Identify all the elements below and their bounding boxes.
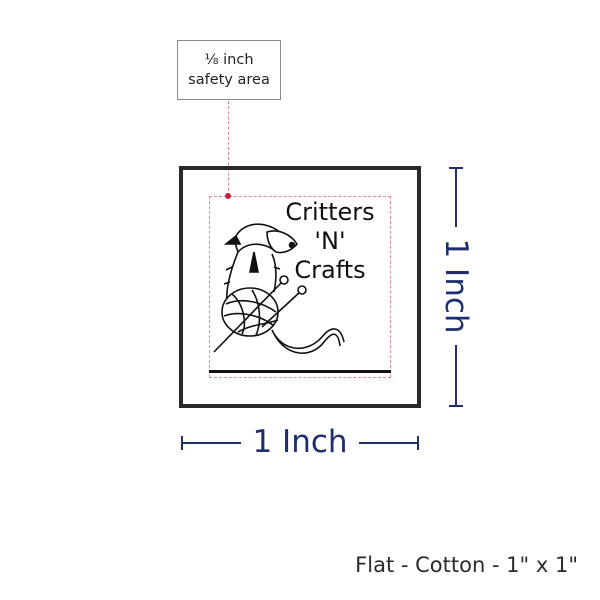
callout-leader-line <box>228 101 229 196</box>
height-dimension-line <box>449 167 463 407</box>
safety-area-border <box>209 196 391 378</box>
dimension-cap <box>449 405 463 407</box>
dimension-segment <box>455 345 457 407</box>
dimension-cap <box>417 436 419 450</box>
dimension-segment <box>181 442 241 444</box>
brand-line-2: 'N' <box>314 227 346 255</box>
callout-marker-dot <box>225 193 231 199</box>
callout-line-1: ⅛ inch <box>204 52 254 68</box>
width-dimension-line <box>181 436 419 450</box>
safety-area-callout: ⅛ inch safety area <box>177 40 281 100</box>
height-label: 1 Inch <box>438 238 474 334</box>
dog-knitting-yarn-icon <box>212 212 347 366</box>
dimension-segment <box>359 442 419 444</box>
product-caption: Flat - Cotton - 1" x 1" <box>355 553 578 577</box>
brand-name: Critters 'N' Crafts <box>270 198 390 285</box>
width-label: 1 Inch <box>252 424 348 460</box>
dimension-segment <box>455 167 457 227</box>
callout-line-2: safety area <box>188 72 270 88</box>
label-outline <box>179 166 421 408</box>
brand-line-3: Crafts <box>294 256 366 284</box>
label-underline <box>209 370 391 373</box>
brand-line-1: Critters <box>285 198 375 226</box>
